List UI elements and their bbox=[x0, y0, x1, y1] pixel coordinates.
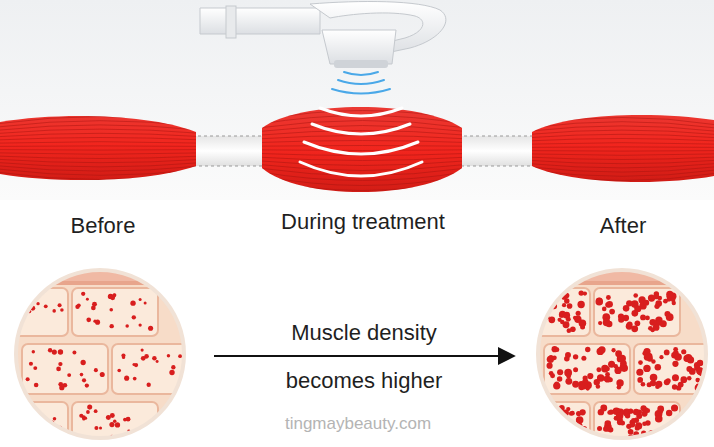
arrow-label: becomes higher bbox=[286, 369, 443, 393]
handpiece bbox=[200, 2, 446, 68]
stage-label: During treatment bbox=[281, 210, 445, 234]
watermark: tingmaybeauty.com bbox=[285, 415, 431, 434]
tissue-outline bbox=[538, 270, 706, 438]
background bbox=[0, 200, 714, 447]
tendon bbox=[192, 136, 266, 166]
tissue-before bbox=[0, 265, 198, 446]
energy-wave bbox=[332, 72, 390, 94]
arrow-label: Muscle density bbox=[291, 321, 437, 345]
muscle-after bbox=[530, 100, 714, 190]
arrow bbox=[214, 355, 514, 357]
stage-label: Before bbox=[71, 214, 136, 238]
muscle-before bbox=[0, 100, 200, 190]
tissue-after bbox=[504, 265, 714, 446]
tissue-outline bbox=[16, 270, 184, 438]
muscle-during bbox=[260, 95, 465, 205]
energy-wave bbox=[300, 108, 422, 176]
stage-label: After bbox=[600, 214, 646, 238]
tendon bbox=[458, 136, 536, 166]
